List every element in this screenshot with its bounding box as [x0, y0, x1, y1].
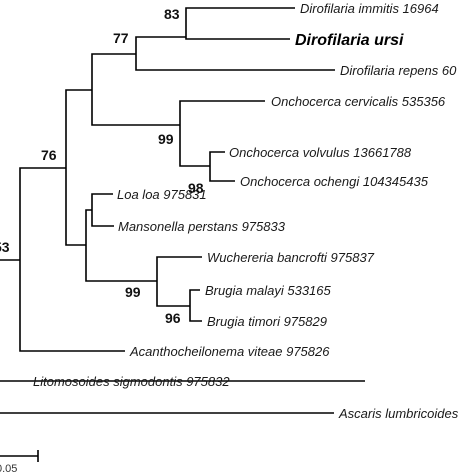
bootstrap-99-brugia: 99 — [125, 284, 141, 300]
branch-node83 — [135, 36, 186, 54]
taxon-d-immitis: Dirofilaria immitis 16964 — [300, 1, 439, 16]
scale-bar — [0, 450, 39, 462]
branch-o-volvulus — [209, 151, 225, 166]
scale-bar-label: 0.05 — [0, 463, 17, 474]
branch-o-ochengi — [209, 166, 235, 182]
bootstrap-76: 76 — [41, 147, 57, 163]
branch-node77 — [91, 53, 136, 90]
bootstrap-98: 98 — [188, 180, 204, 196]
taxon-o-ochengi: Onchocerca ochengi 104345435 — [240, 174, 429, 189]
taxon-l-sigmodontis: Litomosoides sigmodontis 975832 — [33, 374, 230, 389]
taxon-d-repens: Dirofilaria repens 60 — [340, 63, 457, 78]
taxon-b-timori: Brugia timori 975829 — [207, 314, 327, 329]
bootstrap-53: 53 — [0, 239, 10, 255]
taxon-d-ursi: Dirofilaria ursi — [295, 32, 404, 49]
taxon-o-cervicalis: Onchocerca cervicalis 535356 — [271, 94, 446, 109]
bootstrap-99-onchocerca: 99 — [158, 131, 174, 147]
branch-b-malayi — [189, 289, 200, 306]
branch-node99b — [85, 245, 157, 282]
taxon-w-bancrofti: Wuchereria bancrofti 975837 — [207, 250, 375, 265]
tree-branches — [0, 7, 365, 462]
branch-m-perstans — [91, 210, 114, 227]
branch-node98 — [179, 125, 210, 167]
branch-node76-up — [65, 89, 92, 168]
branch-d-repens — [135, 54, 335, 71]
bootstrap-values: 83 77 99 98 76 99 96 53 — [0, 6, 204, 326]
branch-node99a — [91, 90, 180, 126]
bootstrap-77: 77 — [113, 30, 129, 46]
branch-d-ursi — [185, 37, 290, 40]
bootstrap-83: 83 — [164, 6, 180, 22]
branch-a-viteae — [19, 260, 125, 352]
branch-node96 — [156, 281, 190, 307]
branch-d-immitis — [185, 7, 295, 37]
taxon-loa-loa: Loa loa 975831 — [117, 187, 207, 202]
branch-w-bancrofti — [156, 256, 202, 281]
branch-node53-up — [19, 167, 66, 260]
taxon-m-perstans: Mansonella perstans 975833 — [118, 219, 286, 234]
branch-loa-loa — [91, 193, 113, 210]
branch-b-timori — [189, 306, 202, 322]
taxon-b-malayi: Brugia malayi 533165 — [205, 283, 332, 298]
taxon-labels: Dirofilaria immitis 16964 Dirofilaria ur… — [33, 1, 459, 421]
branch-loa-mansonella — [85, 209, 92, 245]
taxon-o-volvulus: Onchocerca volvulus 13661788 — [229, 145, 412, 160]
taxon-a-lumbricoides: Ascaris lumbricoides — [338, 406, 459, 421]
branch-node76-down — [65, 168, 86, 246]
branch-o-cervicalis — [179, 100, 265, 125]
taxon-a-viteae: Acanthocheilonema viteae 975826 — [129, 344, 330, 359]
bootstrap-96: 96 — [165, 310, 181, 326]
